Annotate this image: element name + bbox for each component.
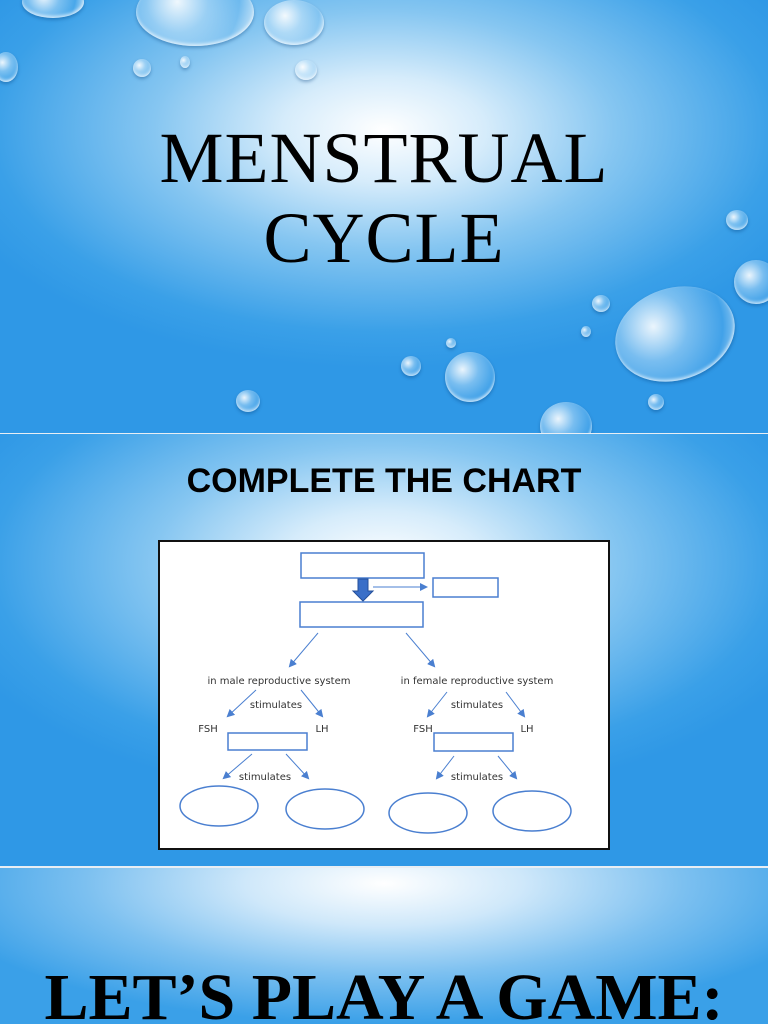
water-drop-decoration xyxy=(445,352,495,402)
water-drop-decoration xyxy=(136,0,254,46)
male-label: in male reproductive system xyxy=(208,676,351,687)
slide-heading: COMPLETE THE CHART xyxy=(186,462,582,500)
slide-complete-chart: COMPLETE THE CHART xyxy=(0,434,768,866)
stimulates-label: stimulates xyxy=(250,700,302,711)
water-drop-decoration xyxy=(602,271,748,397)
fsh-label: FSH xyxy=(413,724,432,735)
title-line-2: CYCLE xyxy=(263,198,505,278)
water-drop-decoration xyxy=(734,260,768,304)
slide-heading: LET’S PLAY A GAME: xyxy=(44,961,724,1024)
water-drop-decoration xyxy=(726,210,748,230)
connector-arrows xyxy=(222,583,526,780)
lh-label: LH xyxy=(520,724,533,735)
down-arrow-icon xyxy=(351,578,375,602)
water-drop-decoration xyxy=(0,52,18,82)
blank-oval xyxy=(179,785,259,827)
flowchart-image: in male reproductive system in female re… xyxy=(158,540,610,850)
water-drop-decoration xyxy=(401,356,421,376)
female-label: in female reproductive system xyxy=(401,676,554,687)
water-drop-decoration xyxy=(22,0,84,18)
stimulates-label: stimulates xyxy=(239,772,291,783)
water-drop-decoration xyxy=(180,56,190,68)
blank-oval xyxy=(492,790,572,832)
fsh-label: FSH xyxy=(198,724,217,735)
water-drop-decoration xyxy=(581,326,591,337)
water-drop-decoration xyxy=(236,390,260,412)
slide-title-text: MENSTRUAL CYCLE xyxy=(0,118,768,278)
title-line-1: MENSTRUAL xyxy=(159,118,609,198)
water-drop-decoration xyxy=(446,338,456,348)
water-drop-decoration xyxy=(540,402,592,433)
water-drop-decoration xyxy=(295,60,317,80)
water-drop-decoration xyxy=(648,394,664,410)
slide-game: LET’S PLAY A GAME: xyxy=(0,868,768,1024)
blank-oval xyxy=(388,792,468,834)
lh-label: LH xyxy=(315,724,328,735)
blank-box-middle xyxy=(299,601,424,628)
blank-box-side xyxy=(432,577,499,598)
stimulates-label: stimulates xyxy=(451,772,503,783)
blank-box-male xyxy=(227,732,308,751)
slide-title: MENSTRUAL CYCLE xyxy=(0,0,768,433)
blank-box-top xyxy=(300,552,425,579)
blank-oval xyxy=(285,788,365,830)
stimulates-label: stimulates xyxy=(451,700,503,711)
water-drop-decoration xyxy=(133,59,151,77)
blank-box-female xyxy=(433,732,514,752)
water-drop-decoration xyxy=(592,295,610,312)
water-drop-decoration xyxy=(264,0,324,45)
